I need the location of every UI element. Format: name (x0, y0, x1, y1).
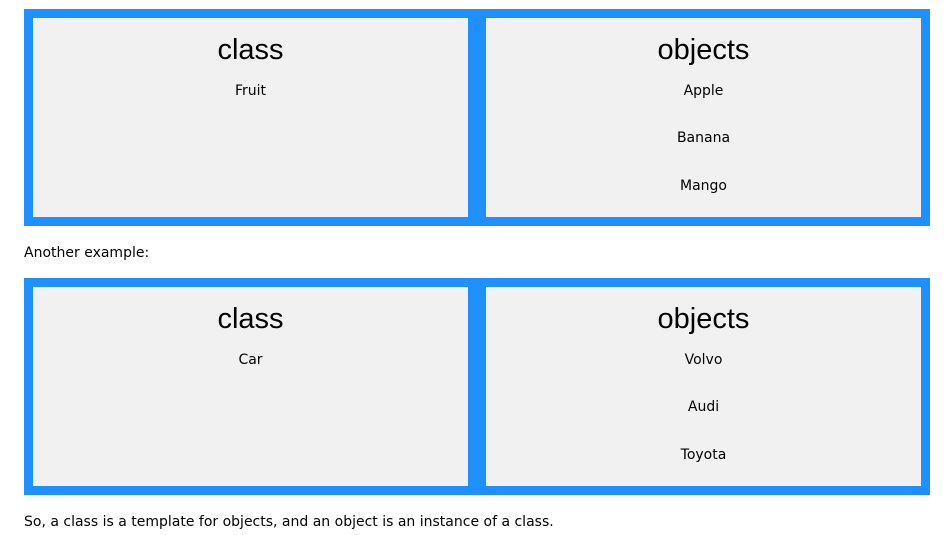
object-item: Mango (680, 178, 727, 194)
object-item: Toyota (680, 447, 727, 463)
object-item: Apple (683, 83, 724, 99)
object-item: Audi (687, 399, 720, 415)
class-objects-example-fruit: class Fruit objects Apple Banana Mango (24, 9, 930, 226)
class-item: Fruit (234, 83, 267, 99)
objects-box: objects Apple Banana Mango (486, 18, 921, 217)
class-heading: class (217, 34, 284, 66)
objects-box: objects Volvo Audi Toyota (486, 287, 921, 486)
class-box: class Car (33, 287, 468, 486)
object-item: Banana (676, 130, 731, 146)
class-heading: class (217, 303, 284, 335)
objects-heading: objects (657, 34, 750, 66)
intro-paragraph: Another example: (24, 245, 150, 261)
class-box: class Fruit (33, 18, 468, 217)
class-objects-example-car: class Car objects Volvo Audi Toyota (24, 278, 930, 495)
class-item: Car (238, 352, 263, 368)
objects-heading: objects (657, 303, 750, 335)
object-item: Volvo (684, 352, 723, 368)
summary-paragraph: So, a class is a template for objects, a… (24, 514, 554, 530)
